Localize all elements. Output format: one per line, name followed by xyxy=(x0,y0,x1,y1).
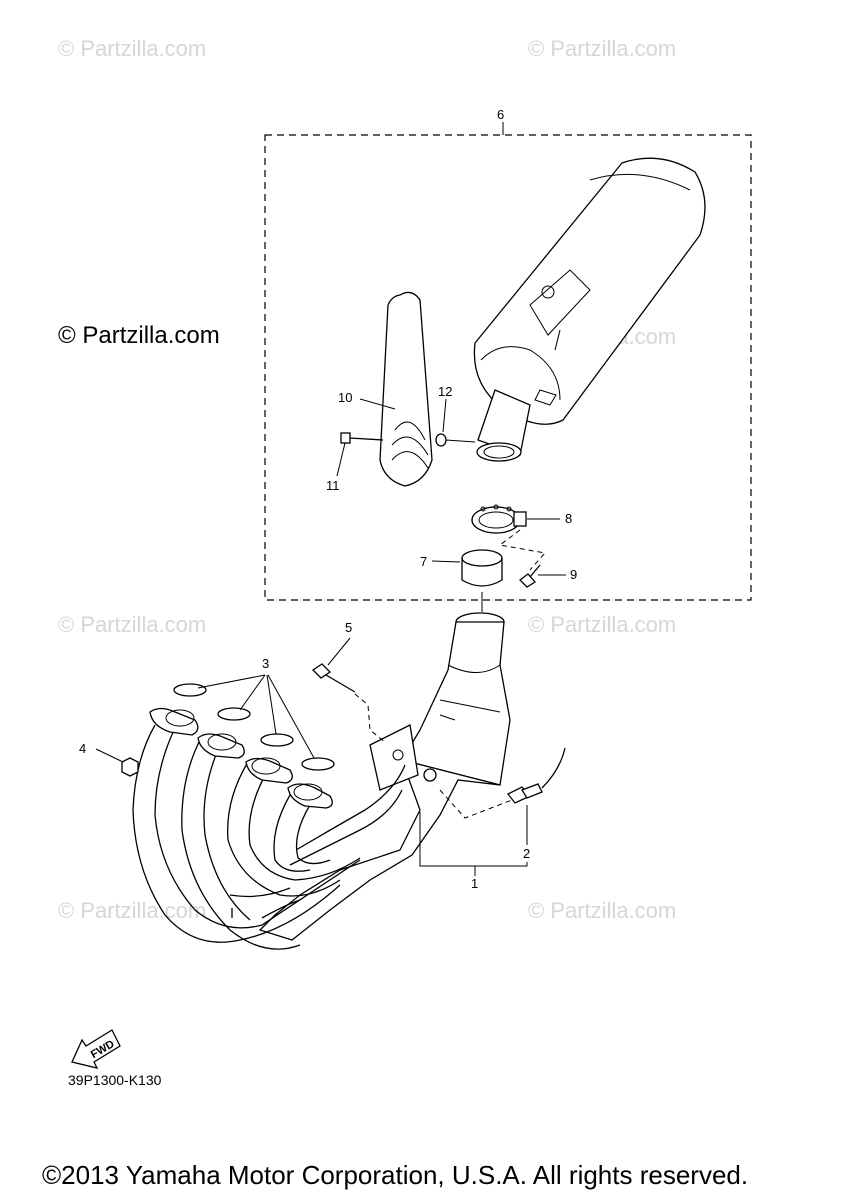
callout-4: 4 xyxy=(79,741,86,756)
callout-8: 8 xyxy=(565,511,572,526)
bolt-5 xyxy=(311,663,356,693)
header-pipes xyxy=(132,724,406,950)
oxygen-sensor-2 xyxy=(507,747,566,804)
watermark-primary: © Partzilla.com xyxy=(58,322,220,349)
bolt-11 xyxy=(340,432,384,444)
watermark-low-right: © Partzilla.com xyxy=(528,898,677,923)
header-flanges xyxy=(149,707,333,809)
watermark-mid-right: © Partzilla.com xyxy=(528,612,677,637)
nut-4 xyxy=(121,757,139,777)
callout-2: 2 xyxy=(523,846,530,861)
muffler-body xyxy=(473,157,706,425)
callout-7: 7 xyxy=(420,554,427,569)
bolt-9 xyxy=(519,564,541,588)
callout-9: 9 xyxy=(570,567,577,582)
diagram-code: 39P1300-K130 xyxy=(68,1072,162,1088)
callout-12: 12 xyxy=(438,384,452,399)
heat-protector xyxy=(379,291,433,487)
watermark-low-left: © Partzilla.com xyxy=(58,898,207,923)
fwd-arrow-icon: FWD xyxy=(71,1029,121,1069)
watermark-top-right: © Partzilla.com xyxy=(528,36,677,61)
callout-11: 11 xyxy=(326,478,340,493)
exhaust-pipe-assembly xyxy=(258,612,511,941)
callout-1: 1 xyxy=(471,876,478,891)
watermark-top-left: © Partzilla.com xyxy=(58,36,207,61)
muffler-inlet-pipe xyxy=(476,389,531,462)
muffler-assembly-box xyxy=(264,134,752,601)
gaskets-3 xyxy=(173,683,335,771)
callout-3: 3 xyxy=(262,656,269,671)
callout-10: 10 xyxy=(338,390,352,405)
nut-12 xyxy=(435,433,476,447)
callout-6: 6 xyxy=(497,107,504,122)
watermark-mid-left: © Partzilla.com xyxy=(58,612,207,637)
clamp-8 xyxy=(471,504,527,534)
gasket-7 xyxy=(461,549,503,587)
copyright-notice: ©2013 Yamaha Motor Corporation, U.S.A. A… xyxy=(42,1160,749,1190)
callout-5: 5 xyxy=(345,620,352,635)
